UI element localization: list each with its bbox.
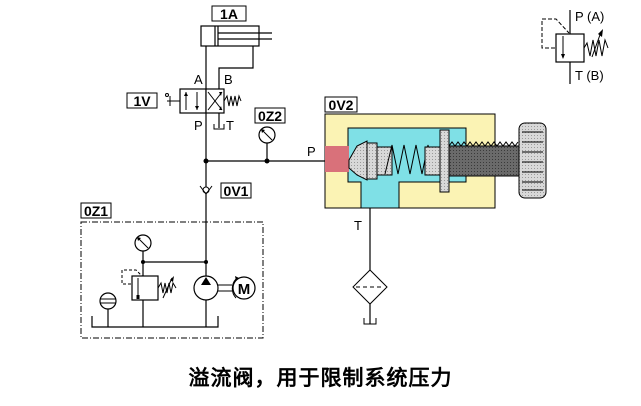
tag-box (254, 107, 286, 124)
motor-icon (232, 276, 256, 300)
tag-0z1: 0Z1 (84, 203, 108, 219)
tag-box (220, 182, 252, 199)
tag-box (324, 96, 358, 113)
poppet (348, 140, 368, 181)
filter (352, 269, 388, 305)
unit-boundary (80, 221, 264, 339)
port-t-label: T (226, 118, 234, 133)
port-p-label: P (194, 118, 203, 133)
port-b-label: B (224, 72, 233, 87)
tag-1v: 1V (133, 93, 151, 109)
tag-box (211, 5, 247, 22)
tag-1a: 1A (220, 6, 238, 22)
relief-valve-symbol (131, 275, 159, 301)
tag-box (80, 202, 112, 219)
spring-plate (439, 129, 450, 193)
relief-valve-0v2: 0V2 (324, 96, 547, 209)
tag-0z2: 0Z2 (258, 108, 282, 124)
tag-box (126, 92, 158, 109)
cylinder-1a: 1A (200, 5, 272, 47)
port-t-0v2-label: T (354, 218, 362, 233)
inlet-port (325, 146, 349, 172)
pressure-gauge-0z2: 0Z2 (254, 107, 286, 161)
legend-port-top: P (A) (575, 9, 604, 24)
relief-valve-symbol-legend: P (A) T (B) (541, 9, 609, 84)
port-p-0v2-label: P (307, 144, 316, 159)
directional-valve-1v: 1V A B P T (126, 72, 242, 133)
power-unit-0z1: 0Z1 M (80, 202, 264, 339)
tag-0v2: 0V2 (329, 97, 354, 113)
tank (91, 316, 219, 328)
tag-0v1: 0V1 (224, 183, 249, 199)
caption: 溢流阀，用于限制系统压力 (188, 365, 453, 390)
port-a-label: A (194, 72, 203, 87)
adjusting-knob[interactable] (518, 122, 547, 199)
check-valve-0v1: 0V1 (199, 182, 252, 199)
legend-port-bottom: T (B) (575, 68, 604, 83)
level-indicator-icon (99, 292, 117, 310)
cylinder-barrel (200, 25, 260, 47)
adjusting-screw (448, 145, 520, 177)
motor-label: M (238, 281, 251, 298)
